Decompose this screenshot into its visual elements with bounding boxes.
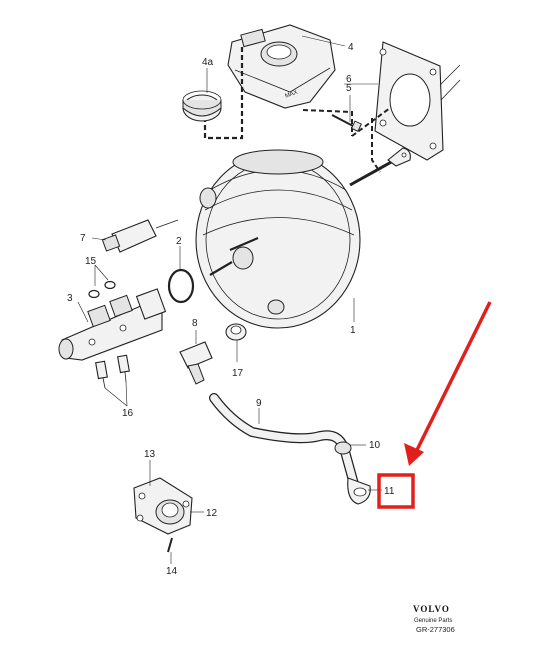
brand-logo: VOLVO (413, 604, 450, 614)
seals (88, 280, 116, 299)
highlight-box (377, 473, 415, 509)
callout-15: 15 (85, 256, 97, 267)
check-valve (179, 341, 213, 385)
leader-lines (77, 35, 382, 564)
callout-6: 6 (346, 74, 352, 85)
callout-11: 11 (384, 486, 395, 497)
callout-4: 4 (348, 42, 354, 53)
master-cylinder (58, 288, 167, 361)
level-sensor (101, 219, 179, 253)
callout-7: 7 (80, 233, 86, 244)
callout-10: 10 (369, 440, 381, 451)
callout-13: 13 (144, 449, 156, 460)
callout-1: 1 (350, 325, 356, 336)
highlight-annotation (377, 301, 492, 509)
reservoir-max-marking: MAX (284, 90, 298, 100)
mounting-bolt (331, 114, 362, 132)
callout-17: 17 (232, 368, 244, 379)
vacuum-pump (133, 477, 193, 535)
o-ring (167, 268, 195, 304)
callout-2: 2 (176, 236, 182, 247)
vacuum-hose (209, 393, 359, 489)
callout-9: 9 (256, 398, 262, 409)
callout-16: 16 (122, 408, 134, 419)
brake-booster (195, 147, 411, 329)
callout-3: 3 (67, 293, 73, 304)
hose-elbow (347, 477, 371, 505)
callout-14: 14 (166, 566, 178, 577)
hose-clamp (334, 441, 352, 455)
brand-subtitle: Genuine Parts (414, 618, 452, 624)
highlight-arrow (414, 301, 492, 453)
reservoir-cap (182, 90, 222, 122)
callout-12: 12 (206, 508, 218, 519)
callout-8: 8 (192, 318, 198, 329)
pump-bolt (167, 537, 173, 553)
fittings (95, 354, 130, 389)
grommet (225, 323, 247, 341)
callout-5: 5 (346, 83, 352, 94)
callout-4a: 4a (202, 57, 214, 68)
highlight-arrowhead (404, 443, 424, 466)
diagram-code: GR-277306 (416, 625, 455, 634)
gasket (374, 41, 461, 161)
brand-footer: VOLVO Genuine Parts GR-277306 (413, 604, 455, 634)
fluid-reservoir: MAX (203, 24, 391, 173)
callout-labels: 4 4a 5 6 1 2 3 7 15 8 17 16 9 10 11 13 1… (67, 42, 395, 577)
